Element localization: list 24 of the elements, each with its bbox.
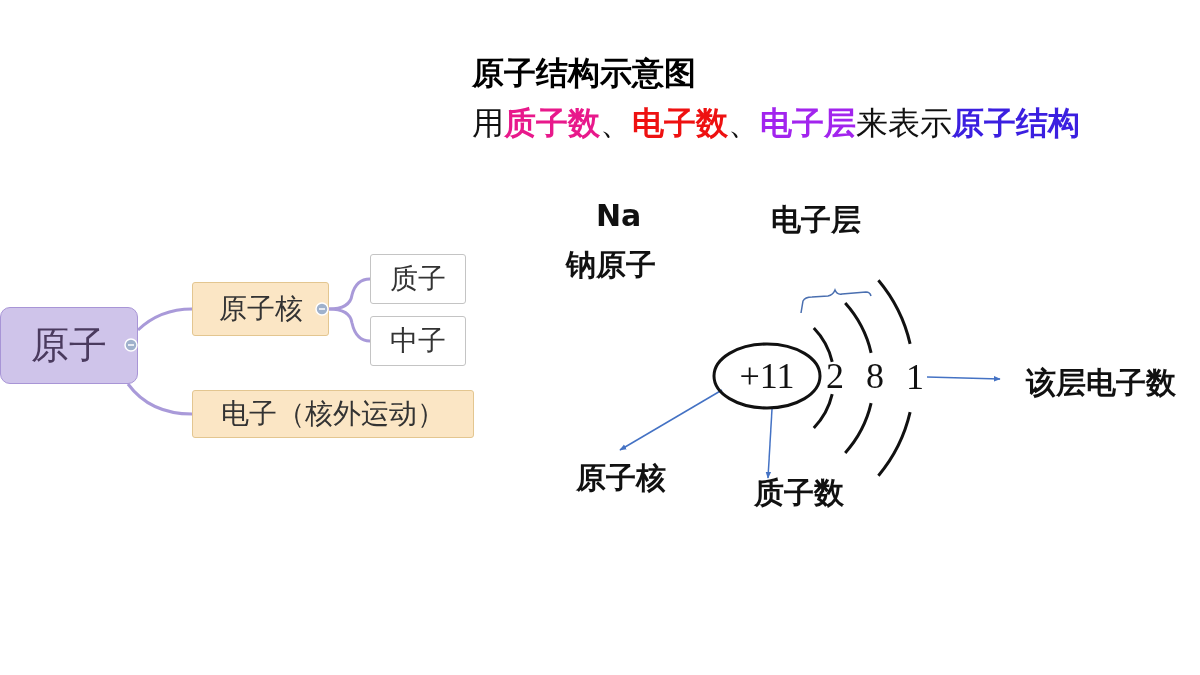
topic-box: 原子核 — [192, 282, 329, 336]
nucleus-ellipse: +11 — [712, 342, 822, 410]
label-text: 原子核 — [563, 457, 679, 499]
label-text: 质子数 — [741, 472, 857, 514]
label-text: 电子层 — [771, 201, 861, 239]
topic-box: 质子 — [370, 254, 466, 304]
branch-line — [328, 277, 371, 311]
arrow — [765, 408, 773, 479]
topic-box: 原子 — [0, 307, 138, 384]
topic-box: 中子 — [370, 316, 466, 366]
label-text: 钠原子 — [566, 246, 656, 284]
label-text: 该层电子数 — [1006, 362, 1196, 404]
branch-line — [328, 307, 371, 343]
arrow — [926, 376, 1001, 382]
branch-line — [137, 307, 193, 332]
shell-number: 8 — [866, 355, 884, 397]
topic-box: 电子（核外运动） — [192, 390, 474, 438]
label-text: Na — [596, 198, 642, 233]
arrow — [619, 389, 723, 451]
branch-line — [126, 383, 193, 416]
shell-number: 2 — [826, 355, 844, 397]
title: 原子结构示意图 — [472, 53, 696, 94]
subtitle: 用质子数、电子数、电子层来表示原子结构 — [472, 103, 1080, 144]
shell-number: 1 — [905, 358, 925, 396]
